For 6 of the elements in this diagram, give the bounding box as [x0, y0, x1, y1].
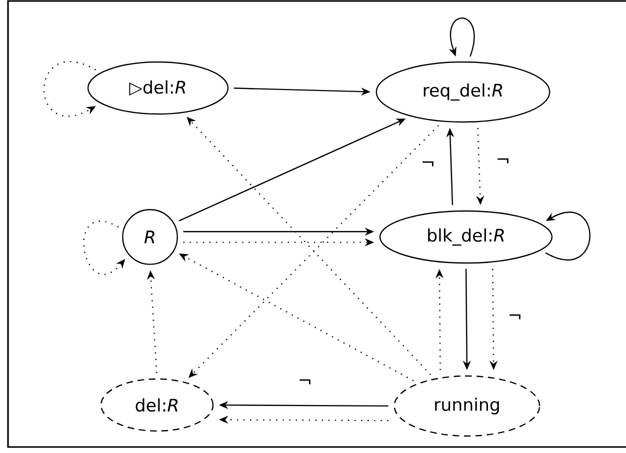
edge-label: ¬ [506, 313, 524, 323]
edge-label: ¬ [419, 160, 437, 170]
edge-label: ¬ [296, 378, 314, 388]
self-loop-arrow [43, 61, 96, 117]
self-loop-arrow [545, 212, 590, 260]
edge-label: ¬ [494, 157, 512, 167]
